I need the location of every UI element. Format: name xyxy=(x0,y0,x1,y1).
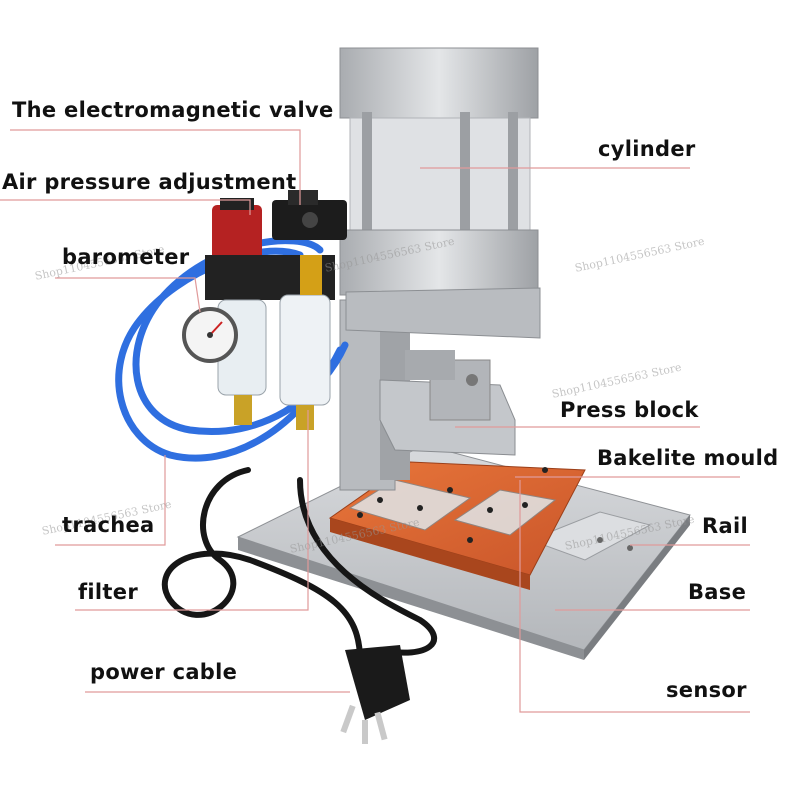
filter-regulator xyxy=(205,198,335,430)
leader-lines xyxy=(0,129,750,713)
leader-barometer xyxy=(55,277,201,313)
rail xyxy=(528,511,652,561)
label-sensor: sensor xyxy=(666,678,747,702)
label-barometer: barometer xyxy=(62,245,190,269)
label-cylinder: cylinder xyxy=(598,137,696,161)
cylinder xyxy=(339,47,541,339)
label-base: Base xyxy=(688,580,747,604)
electromagnetic-valve xyxy=(272,190,347,240)
leader-valve xyxy=(10,129,301,205)
label-trachea: trachea xyxy=(62,513,155,537)
power-plug xyxy=(340,645,410,744)
label-rail: Rail xyxy=(702,514,748,538)
label-filter: filter xyxy=(78,580,138,604)
label-press-block: Press block xyxy=(560,398,699,422)
leader-air-pressure xyxy=(0,199,251,215)
leader-trachea xyxy=(55,455,166,546)
press-block xyxy=(379,350,516,456)
label-electromagnetic-valve: The electromagnetic valve xyxy=(12,98,334,122)
leader-filter xyxy=(75,410,309,611)
leader-sensor xyxy=(519,480,750,713)
label-bakelite-mould: Bakelite mould xyxy=(597,446,779,470)
power-cable xyxy=(161,467,437,663)
label-power-cable: power cable xyxy=(90,660,238,684)
barometer-gauge xyxy=(182,307,238,363)
label-air-pressure-adjustment: Air pressure adjustment xyxy=(2,170,297,194)
